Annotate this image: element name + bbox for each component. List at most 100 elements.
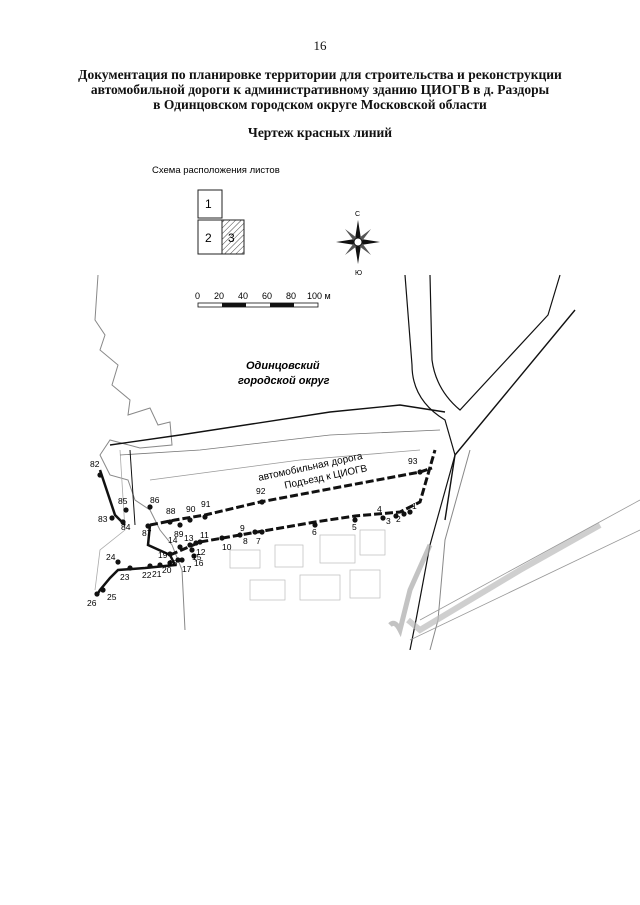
point-marker-25	[100, 587, 106, 593]
red-line-south	[95, 449, 437, 596]
point-labels: 1234567891011121314151617181920212223242…	[87, 456, 418, 608]
point-label-6: 6	[312, 527, 317, 537]
point-label-3: 3	[386, 516, 391, 526]
point-marker-20	[167, 560, 173, 566]
red-lines-map: Схема расположения листов 1 2 3 С Ю 0 20…	[0, 150, 640, 651]
scale-tick-60: 60	[262, 291, 272, 301]
point-marker-21	[157, 562, 163, 568]
drawing-title: Чертеж красных линий	[247, 125, 393, 140]
compass-north-label: С	[355, 211, 360, 218]
title-line-1: Документация по планировке территории дл…	[78, 67, 562, 82]
point-marker-10	[219, 535, 225, 541]
scale-tick-100: 100 м	[307, 291, 331, 301]
point-label-84: 84	[121, 522, 131, 532]
point-marker-13	[187, 542, 193, 548]
sheet-3-box	[221, 219, 245, 255]
point-label-91: 91	[201, 499, 211, 509]
main-road	[388, 274, 640, 651]
point-marker-86	[147, 504, 153, 510]
point-marker-26	[94, 591, 100, 597]
sheet-scheme: Схема расположения листов 1 2 3	[152, 165, 280, 255]
district-boundary	[94, 274, 186, 631]
point-label-24: 24	[106, 552, 116, 562]
area-label-line-2: городской округ	[238, 375, 330, 387]
point-marker-91	[202, 514, 208, 520]
title-line-3: в Одинцовском городском округе Московско…	[153, 97, 487, 112]
scale-tick-20: 20	[214, 291, 224, 301]
point-label-12: 12	[196, 547, 206, 557]
compass-south-label: Ю	[355, 270, 362, 277]
point-marker-7	[259, 529, 265, 535]
title-line-2: автомобильной дороги к административному…	[90, 82, 550, 97]
point-label-15: 15	[192, 552, 202, 562]
point-marker-24	[115, 559, 121, 565]
point-label-19: 19	[158, 550, 168, 560]
point-label-14: 14	[168, 535, 178, 545]
point-label-20: 20	[162, 565, 172, 575]
point-marker-83	[109, 515, 115, 521]
point-marker-18	[175, 557, 181, 563]
point-marker-5	[352, 517, 358, 523]
point-label-25: 25	[107, 592, 117, 602]
upper-road-edge	[109, 404, 446, 446]
scale-bar: 0 20 40 60 80 100 м	[195, 291, 331, 308]
point-marker-8	[252, 529, 258, 535]
area-label-line-1: Одинцовский	[246, 360, 320, 372]
point-label-11: 11	[200, 530, 209, 540]
point-marker-15	[189, 547, 195, 553]
point-label-10: 10	[222, 542, 232, 552]
point-marker-85	[123, 507, 129, 513]
point-label-17: 17	[182, 564, 192, 574]
map-svg: Схема расположения листов 1 2 3 С Ю 0 20…	[87, 165, 640, 651]
buildings	[229, 529, 386, 601]
point-marker-4	[380, 515, 386, 521]
point-label-93: 93	[408, 456, 418, 466]
point-label-88: 88	[166, 506, 176, 516]
point-label-89: 89	[174, 529, 184, 539]
point-marker-90	[187, 517, 193, 523]
point-label-85: 85	[118, 496, 128, 506]
point-label-2: 2	[396, 514, 401, 524]
point-marker-82	[97, 472, 103, 478]
sheet-1-box	[197, 189, 223, 219]
point-label-7: 7	[256, 536, 261, 546]
point-label-8: 8	[243, 536, 248, 546]
point-marker-89	[177, 522, 183, 528]
sheet-1-label: 1	[205, 197, 212, 211]
point-label-90: 90	[186, 504, 196, 514]
point-marker-11	[197, 539, 203, 545]
point-marker-12	[193, 540, 199, 546]
point-label-4: 4	[377, 504, 382, 514]
point-marker-22	[147, 563, 153, 569]
point-label-18: 18	[168, 558, 178, 568]
point-marker-19	[167, 551, 173, 557]
point-markers	[94, 469, 423, 597]
point-label-92: 92	[256, 486, 266, 496]
point-label-16: 16	[194, 558, 204, 568]
sheet-scheme-label: Схема расположения листов	[152, 165, 280, 176]
point-marker-6	[312, 522, 318, 528]
scale-tick-40: 40	[238, 291, 248, 301]
point-marker-9	[237, 532, 243, 538]
compass-icon: С Ю	[336, 211, 380, 277]
scale-tick-80: 80	[286, 291, 296, 301]
point-label-26: 26	[87, 598, 97, 608]
point-label-9: 9	[240, 523, 245, 533]
point-marker-1	[407, 509, 413, 515]
point-label-82: 82	[90, 459, 100, 469]
point-label-5: 5	[352, 522, 357, 532]
point-label-23: 23	[120, 572, 130, 582]
point-label-1: 1	[412, 501, 417, 511]
scale-tick-0: 0	[195, 291, 200, 301]
point-marker-16	[191, 553, 197, 559]
document-title: Документация по планировке территории дл…	[60, 67, 580, 112]
point-label-22: 22	[142, 570, 152, 580]
point-label-21: 21	[152, 569, 162, 579]
point-marker-84	[120, 519, 126, 525]
point-marker-14	[177, 544, 183, 550]
sheet-3-label: 3	[228, 231, 235, 245]
point-label-83: 83	[98, 514, 108, 524]
point-label-86: 86	[150, 495, 160, 505]
point-marker-17	[179, 557, 185, 563]
sheet-2-label: 2	[205, 231, 212, 245]
